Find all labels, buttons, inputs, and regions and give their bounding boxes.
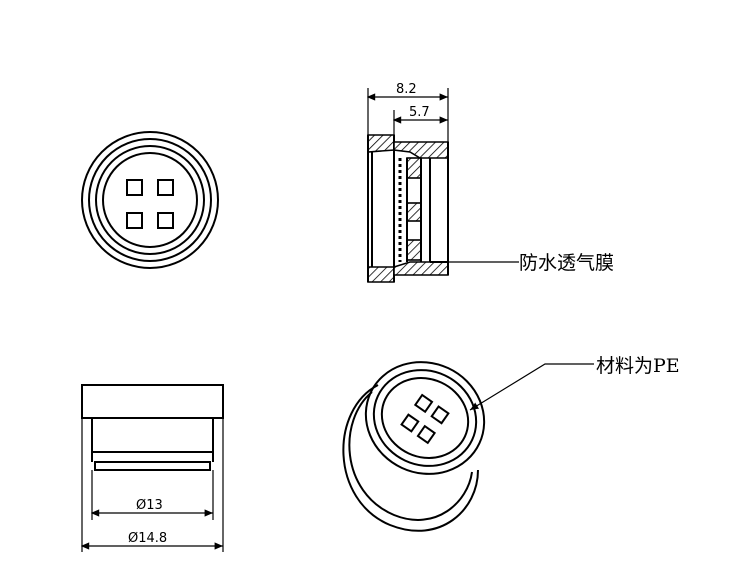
membrane-callout: 防水透气膜: [519, 252, 614, 274]
front-view: [81, 131, 219, 269]
isometric-view: [342, 361, 594, 532]
side-section-view: [366, 88, 449, 283]
side-elevation-view: [80, 384, 224, 552]
dimension-diameter-13: Ø13: [136, 498, 163, 513]
dimension-5-7: 5.7: [409, 105, 430, 120]
material-callout: 材料为PE: [596, 355, 680, 377]
dimension-diameter-14-8: Ø14.8: [128, 531, 167, 546]
dimension-8-2: 8.2: [396, 82, 417, 97]
